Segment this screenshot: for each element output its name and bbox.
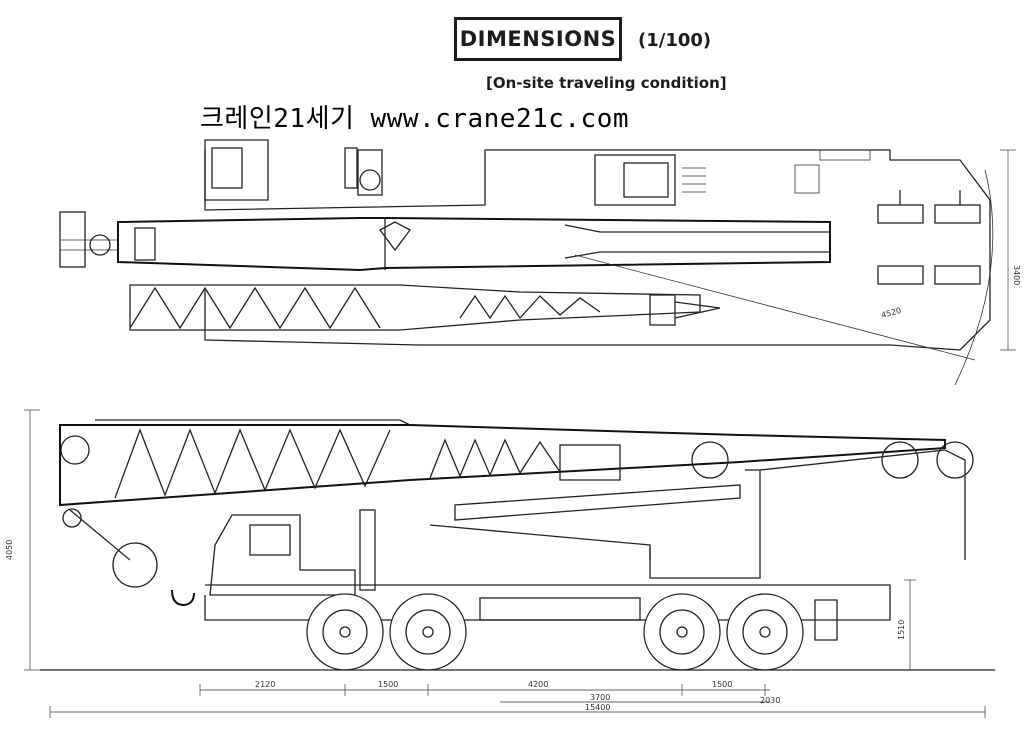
wheel-4 (726, 593, 804, 671)
side-sheave-4 (936, 441, 974, 479)
dim-4200: 4200 (528, 680, 548, 689)
jib-top (129, 284, 701, 331)
jib-point (674, 301, 721, 319)
engine-grille (682, 167, 706, 193)
hook-block (112, 542, 158, 588)
counterweight-top (819, 149, 871, 161)
boom-tip-sheave (89, 234, 111, 256)
boom-side (59, 424, 946, 507)
jib-lattice (129, 286, 601, 330)
radius-line (574, 254, 976, 361)
winch-housing (357, 149, 383, 196)
outrigger-side (814, 599, 838, 641)
boom-head-side (559, 444, 621, 481)
boom-top-chord (95, 419, 411, 426)
boom-top (117, 217, 831, 272)
overall-height-text: 4050 (5, 540, 14, 560)
overall-length-text: 15400 (585, 703, 610, 712)
hook-arm (69, 509, 131, 561)
boom-cylinder (454, 484, 741, 521)
operator-cab-top (594, 154, 676, 206)
dim-2120: 2120 (255, 680, 275, 689)
carrier-outline (204, 149, 991, 351)
winch-drum (359, 169, 381, 191)
side-sheave-1 (60, 435, 90, 465)
ground-to-turntable-text: 1510 (897, 620, 906, 640)
side-sheave-3 (881, 441, 919, 479)
lift-cylinder (429, 524, 651, 560)
width-dim-text: 3400 (1012, 265, 1021, 285)
exhaust-side (359, 509, 376, 591)
superstructure-side (649, 469, 761, 579)
dim-3700: 3700 (590, 693, 610, 702)
hatch-top (794, 164, 820, 194)
side-sheave-2 (691, 441, 729, 479)
sheave-block-top (59, 211, 86, 268)
wheel-2 (389, 593, 467, 671)
dim-1500-b: 1500 (712, 680, 732, 689)
scale-label: (1/100) (638, 30, 712, 51)
counterweight-side (759, 449, 966, 560)
condition-label: [On-site traveling condition] (486, 74, 727, 92)
boom-pivot (379, 221, 411, 252)
boom-head-frame (134, 227, 156, 261)
tail-radius-text: 4520 (880, 306, 902, 320)
wheel-1 (306, 593, 384, 671)
boom-lattice-side (114, 428, 561, 499)
side-view: 4050 1510 2120 1500 4200 1500 2030 3700 … (5, 409, 995, 718)
dim-1500-a: 1500 (378, 680, 398, 689)
cab-top (204, 139, 269, 201)
wheel-3 (643, 593, 721, 671)
dim-2030: 2030 (760, 696, 780, 705)
operator-cab-window (623, 162, 669, 198)
jib-head-top (649, 294, 676, 326)
wheels (306, 593, 804, 671)
dimensions-title: DIMENSIONS (454, 17, 622, 61)
tail-swing-arc (954, 169, 994, 386)
boom-section (564, 224, 830, 259)
chassis-side (204, 584, 891, 621)
cab-window (211, 147, 243, 189)
watermark-text: 크레인21세기 www.crane21c.com (200, 104, 630, 134)
outriggers-top (877, 190, 981, 285)
hook-icon (171, 589, 195, 607)
top-view: 3400 4520 (59, 139, 1021, 386)
mirror-top (344, 147, 358, 189)
chassis-box (479, 597, 641, 621)
cab-window-side (249, 524, 291, 556)
